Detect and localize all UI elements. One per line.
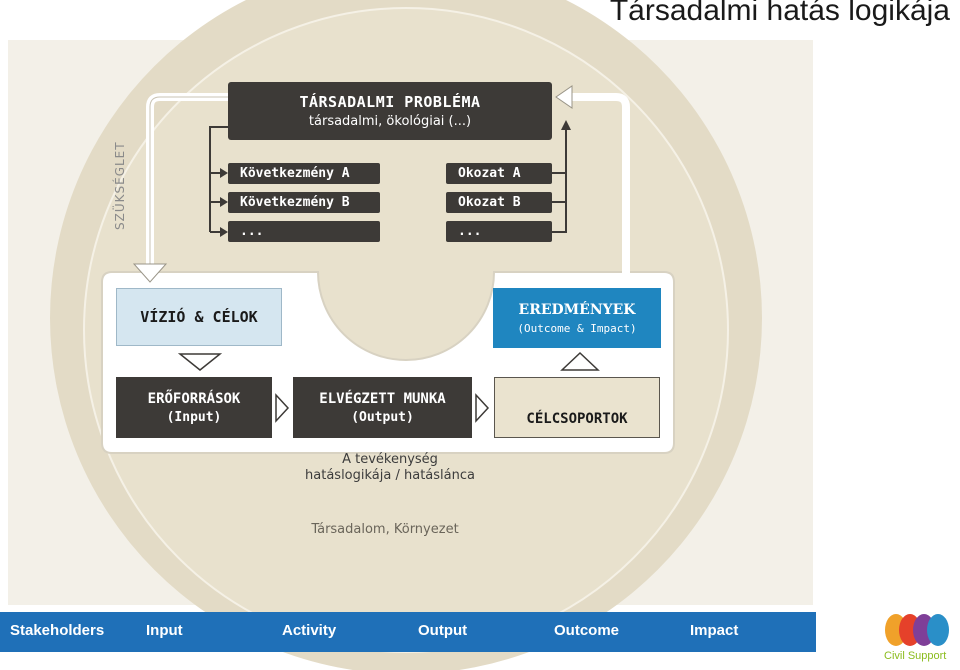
- cause-item: Okozat B: [446, 192, 552, 213]
- page-title: Társadalmi hatás logikája: [609, 0, 950, 27]
- work-box: ELVÉGZETT MUNKA (Output): [293, 377, 472, 438]
- need-label: SZÜKSÉGLET: [113, 141, 127, 230]
- vision-down-arrow: [177, 353, 223, 371]
- society-label: Társadalom, Környezet: [311, 522, 459, 537]
- cause-bracket: [552, 127, 567, 233]
- resources-subheading: (Input): [166, 409, 222, 425]
- consequence-item: Következmény B: [228, 192, 380, 213]
- feedback-arrowhead: [555, 85, 573, 109]
- consequence-item: Következmény A: [228, 163, 380, 184]
- stage-item-input: Input: [146, 622, 183, 639]
- resources-box: ERŐFORRÁSOK (Input): [116, 377, 272, 438]
- target-box: CÉLCSOPORTOK: [494, 377, 660, 438]
- results-heading: EREDMÉNYEK: [518, 301, 636, 318]
- activity-caption-line: A tevékenység: [342, 452, 438, 467]
- feedback-arrow: [572, 93, 630, 288]
- resources-heading: ERŐFORRÁSOK: [147, 390, 241, 407]
- consequence-item: ...: [228, 221, 380, 242]
- consequence-bracket: [209, 126, 228, 232]
- results-box: EREDMÉNYEK (Outcome & Impact): [493, 288, 661, 348]
- stage-item-output: Output: [418, 622, 468, 639]
- target-heading: CÉLCSOPORTOK: [526, 411, 628, 427]
- problem-subheading: társadalmi, ökológiai (...): [308, 114, 472, 129]
- stage-item-impact: Impact: [690, 622, 739, 639]
- work-heading: ELVÉGZETT MUNKA: [319, 390, 446, 407]
- stage-item-activity: Activity: [282, 622, 337, 639]
- problem-box: TÁRSADALMI PROBLÉMA társadalmi, ökológia…: [228, 82, 552, 140]
- cause-item: ...: [446, 221, 552, 242]
- chevron-icon: [475, 393, 490, 423]
- need-arrowhead: [132, 263, 168, 283]
- target-up-arrow: [560, 351, 600, 371]
- work-subheading: (Output): [351, 409, 414, 425]
- problem-heading: TÁRSADALMI PROBLÉMA: [299, 93, 481, 111]
- stage-item-outcome: Outcome: [554, 622, 620, 639]
- stage-item-stakeholders: Stakeholders: [10, 622, 105, 639]
- cause-item: Okozat A: [446, 163, 552, 184]
- chevron-icon: [275, 393, 290, 423]
- vision-box: VÍZIÓ & CÉLOK: [116, 288, 282, 346]
- activity-caption-line: hatáslogikája / hatáslánca: [305, 468, 475, 483]
- vision-label: VÍZIÓ & CÉLOK: [140, 308, 258, 326]
- logo-text: Civil Support: [884, 650, 947, 662]
- results-subheading: (Outcome & Impact): [517, 321, 637, 335]
- civil-support-logo: [885, 614, 949, 646]
- stage-bar: [0, 612, 816, 652]
- activity-caption: A tevékenység hatáslogikája / hatáslánca: [290, 452, 490, 484]
